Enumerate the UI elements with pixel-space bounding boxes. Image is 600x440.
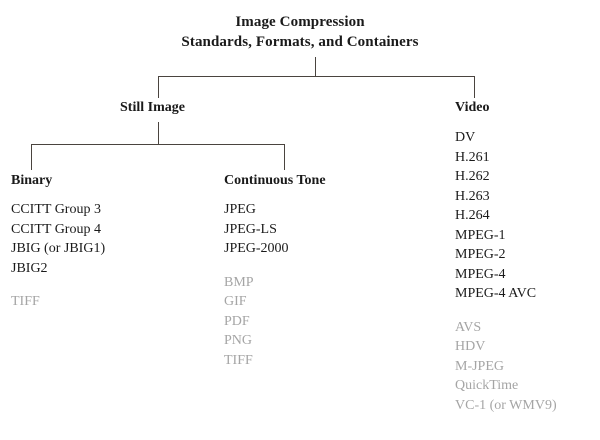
column-continuous-tone: Continuous Tone JPEG JPEG-LS JPEG-2000 B… (224, 173, 326, 370)
connector-still-image-stem (158, 122, 159, 145)
diagram-title-line-1: Image Compression (235, 14, 365, 30)
list-item: H.261 (455, 149, 490, 165)
list-item: MPEG-4 AVC (455, 286, 537, 301)
list-item: JPEG-2000 (224, 241, 289, 256)
list-item: MPEG-1 (455, 227, 506, 243)
list-item: MPEG-4 (455, 266, 506, 282)
diagram-title-line-2: Standards, Formats, and Containers (181, 34, 419, 50)
list-item: VC-1 (or WMV9) (455, 397, 557, 413)
column-binary-heading: Binary (11, 173, 53, 188)
list-item: TIFF (11, 294, 40, 309)
connector-root-drop-right (474, 76, 475, 98)
list-item: GIF (224, 294, 247, 309)
list-item: PNG (224, 333, 253, 348)
level1-video: Video (455, 100, 490, 115)
list-item: TIFF (224, 352, 253, 368)
list-item: CCITT Group 3 (11, 202, 101, 217)
list-group-separator (11, 278, 105, 292)
column-video: DV H.261 H.262 H.263 H.264 MPEG-1 MPEG-2… (455, 128, 557, 415)
connector-still-image-bar (31, 144, 285, 145)
list-group-separator (224, 259, 326, 273)
list-item: H.262 (455, 169, 490, 184)
connector-still-image-drop-left (31, 144, 32, 170)
list-item: M-JPEG (455, 358, 505, 374)
list-item: QuickTime (455, 378, 519, 393)
list-item: CCITT Group 4 (11, 221, 101, 237)
list-item: JBIG2 (11, 260, 48, 276)
connector-root-bar (158, 76, 475, 77)
list-item: JPEG-LS (224, 221, 277, 237)
connector-root-drop-left (158, 76, 159, 98)
list-item: AVS (455, 319, 482, 335)
column-binary: Binary CCITT Group 3 CCITT Group 4 JBIG … (11, 173, 105, 312)
list-item: H.263 (455, 188, 490, 204)
list-item: BMP (224, 274, 254, 290)
list-item: HDV (455, 339, 486, 354)
connector-root-stem (315, 57, 316, 77)
list-item: MPEG-2 (455, 247, 506, 262)
list-group-separator (455, 304, 557, 318)
column-continuous-tone-heading: Continuous Tone (224, 173, 326, 188)
list-item: DV (455, 130, 476, 145)
list-item: JPEG (224, 202, 256, 217)
diagram-title: Image Compression Standards, Formats, an… (0, 12, 600, 52)
list-item: JBIG (or JBIG1) (11, 241, 106, 256)
list-item: PDF (224, 313, 250, 329)
list-item: H.264 (455, 208, 490, 223)
connector-still-image-drop-right (284, 144, 285, 170)
level1-still-image: Still Image (120, 100, 185, 115)
